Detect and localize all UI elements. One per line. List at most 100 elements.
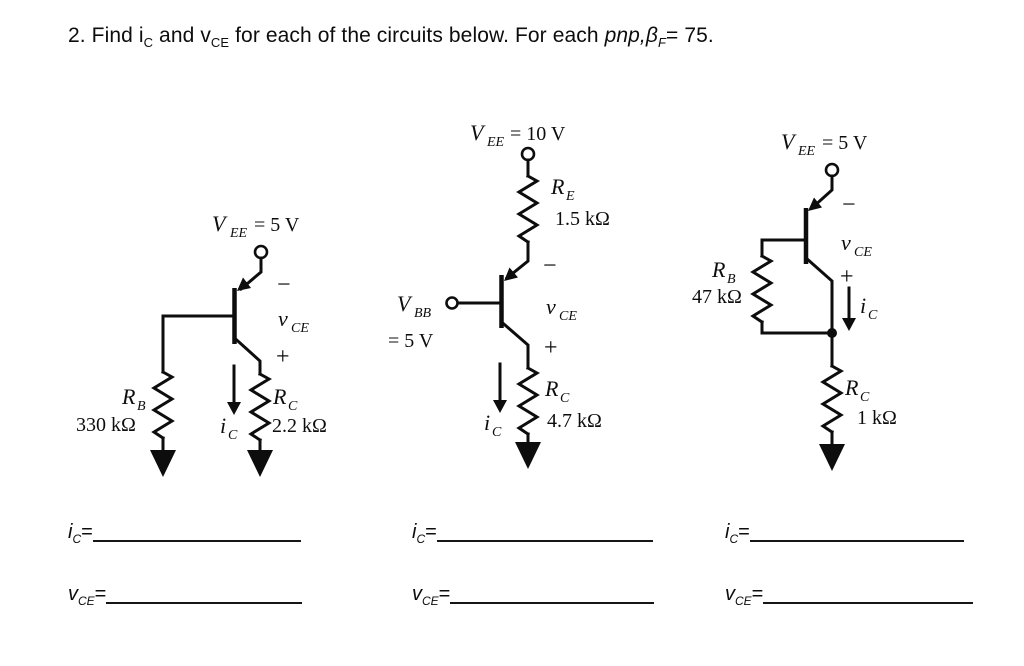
svg-text:CE: CE <box>854 245 872 260</box>
vce-label: v <box>546 294 556 319</box>
pnp-emitter-arrow-icon <box>504 267 518 281</box>
vce-minus-sign: − <box>543 253 557 279</box>
answer-blank-vce-1[interactable] <box>106 582 303 604</box>
svg-text:EE: EE <box>797 144 816 159</box>
svg-text:B: B <box>727 272 736 287</box>
current-arrow-ic-head <box>493 400 507 413</box>
circuit-3: V EE = 5 V R B 47 kΩ − v CE + i C R C 1 … <box>692 129 897 471</box>
re-label: R <box>550 174 565 199</box>
ground-arrow-icon <box>150 450 176 477</box>
ground-arrow-icon <box>247 450 273 477</box>
svg-text:C: C <box>560 391 570 406</box>
base-wire <box>760 238 807 258</box>
answers-circuit-2: iC= vCE= <box>412 520 655 644</box>
svg-text:EE: EE <box>229 226 248 241</box>
vce-label: v <box>841 230 851 255</box>
pnp-emitter-arrow-icon <box>237 277 251 291</box>
ic-answer-row: iC= <box>725 520 973 546</box>
emitter-wire <box>238 256 263 292</box>
junction-dot <box>827 328 837 338</box>
rb-bottom-wire <box>760 320 834 335</box>
current-arrow-ic-head <box>227 402 241 415</box>
rb-label: R <box>711 257 726 282</box>
vbb-terminal <box>445 296 459 310</box>
rb-label: R <box>121 384 136 409</box>
svg-text:C: C <box>868 308 878 323</box>
svg-text:B: B <box>137 399 146 414</box>
ic-answer-row: iC= <box>68 520 302 546</box>
svg-text:C: C <box>288 399 298 414</box>
svg-text:E: E <box>565 189 575 204</box>
re-resistor <box>516 173 540 245</box>
rb-value: 47 kΩ <box>692 286 742 308</box>
re-value: 1.5 kΩ <box>555 208 610 230</box>
current-arrow-ic-head <box>842 318 856 331</box>
ic-answer-row: iC= <box>412 520 654 546</box>
base-wire <box>161 314 236 374</box>
vbb-value: = 5 V <box>388 330 434 352</box>
answer-blank-ic-1[interactable] <box>92 520 301 542</box>
ic-label: i <box>860 293 866 318</box>
title-sub-f: F <box>657 35 667 51</box>
rb-resistor <box>151 369 175 441</box>
vce-label: v <box>278 306 288 331</box>
svg-text:C: C <box>492 425 502 440</box>
svg-text:CE: CE <box>559 309 577 324</box>
rc-label: R <box>544 376 559 401</box>
answers-circuit-1: iC= vCE= <box>68 520 303 644</box>
vce-plus-sign: + <box>276 344 290 370</box>
circuit-1: V EE = 5 V − v CE + R B 330 kΩ R C 2.2 k… <box>76 211 327 477</box>
svg-text:C: C <box>860 390 870 405</box>
answer-blank-vce-3[interactable] <box>763 582 974 604</box>
rc-resistor <box>248 371 272 443</box>
vce-answer-row: vCE= <box>725 582 974 608</box>
rc-value: 1 kΩ <box>857 407 897 429</box>
rb-resistor <box>750 253 774 325</box>
supply-terminal <box>253 244 269 260</box>
title-text: 2. Find i <box>68 24 144 47</box>
supply-label: V <box>470 120 486 145</box>
circuit-2: V EE = 10 V R E 1.5 kΩ V BB = 5 V − v CE… <box>388 120 610 469</box>
supply-label: V <box>212 211 228 236</box>
answers-circuit-3: iC= vCE= <box>725 520 974 644</box>
vce-minus-sign: − <box>277 272 291 298</box>
ground-arrow-icon <box>819 444 845 471</box>
collector-wire <box>232 335 262 376</box>
ic-label: i <box>220 413 226 438</box>
vce-minus-sign: − <box>842 192 856 218</box>
collector-wire <box>499 319 530 370</box>
rb-value: 330 kΩ <box>76 414 136 436</box>
svg-text:= 5 V: = 5 V <box>822 132 868 154</box>
emitter-wire <box>504 240 530 281</box>
emitter-wire <box>809 174 834 211</box>
collector-wire <box>803 255 834 368</box>
vce-answer-row: vCE= <box>68 582 303 608</box>
svg-text:= 5 V: = 5 V <box>254 214 300 236</box>
vce-answer-label: vCE= <box>725 583 764 608</box>
rc-resistor <box>516 365 540 437</box>
supply-label: V <box>781 129 797 154</box>
ic-answer-label: iC= <box>725 521 750 546</box>
rc-resistor <box>820 363 844 435</box>
vce-answer-row: vCE= <box>412 582 655 608</box>
supply-terminal <box>520 146 536 162</box>
rc-label: R <box>844 375 859 400</box>
supply-terminal <box>824 162 840 178</box>
svg-text:BB: BB <box>414 306 432 321</box>
answer-blank-ic-3[interactable] <box>749 520 964 542</box>
problem-title: 2. Find iC and vCE for each of the circu… <box>68 24 714 51</box>
title-sub-ce: CE <box>210 35 230 51</box>
svg-text:EE: EE <box>486 135 505 150</box>
title-pnp: pnp, <box>604 24 646 47</box>
rc-label: R <box>272 384 287 409</box>
vce-plus-sign: + <box>840 264 854 290</box>
ic-answer-label: iC= <box>412 521 437 546</box>
svg-text:CE: CE <box>291 321 309 336</box>
rc-value: 2.2 kΩ <box>272 415 327 437</box>
ic-answer-label: iC= <box>68 521 93 546</box>
svg-text:= 10 V: = 10 V <box>510 123 566 145</box>
answer-blank-vce-2[interactable] <box>450 582 655 604</box>
rc-value: 4.7 kΩ <box>547 410 602 432</box>
pnp-emitter-arrow-icon <box>808 197 822 211</box>
answer-blank-ic-2[interactable] <box>436 520 653 542</box>
